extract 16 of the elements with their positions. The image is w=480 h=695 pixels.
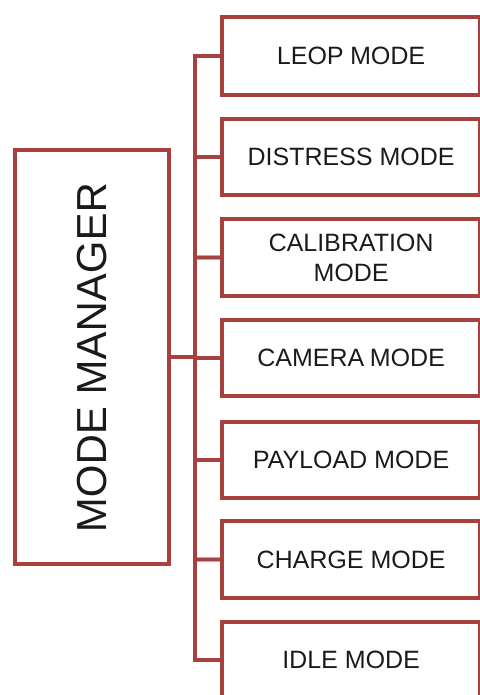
mode-box (220, 15, 480, 97)
mode-box (220, 620, 480, 695)
mode-label: LEOP MODE (276, 41, 426, 71)
manager-box (13, 148, 171, 566)
mode-box (220, 420, 480, 500)
mode-label: CALIBRATION MODE (268, 228, 434, 288)
mode-label: CAMERA MODE (256, 343, 446, 373)
mode-box (220, 318, 480, 398)
mode-box (220, 217, 480, 298)
mode-box (220, 117, 480, 197)
manager-label: MODE MANAGER (66, 180, 116, 534)
mode-label: IDLE MODE (281, 645, 421, 675)
mode-box (220, 519, 480, 600)
mode-label: DISTRESS MODE (246, 142, 456, 172)
mode-label: PAYLOAD MODE (252, 445, 450, 475)
mode-label: CHARGE MODE (256, 544, 446, 574)
